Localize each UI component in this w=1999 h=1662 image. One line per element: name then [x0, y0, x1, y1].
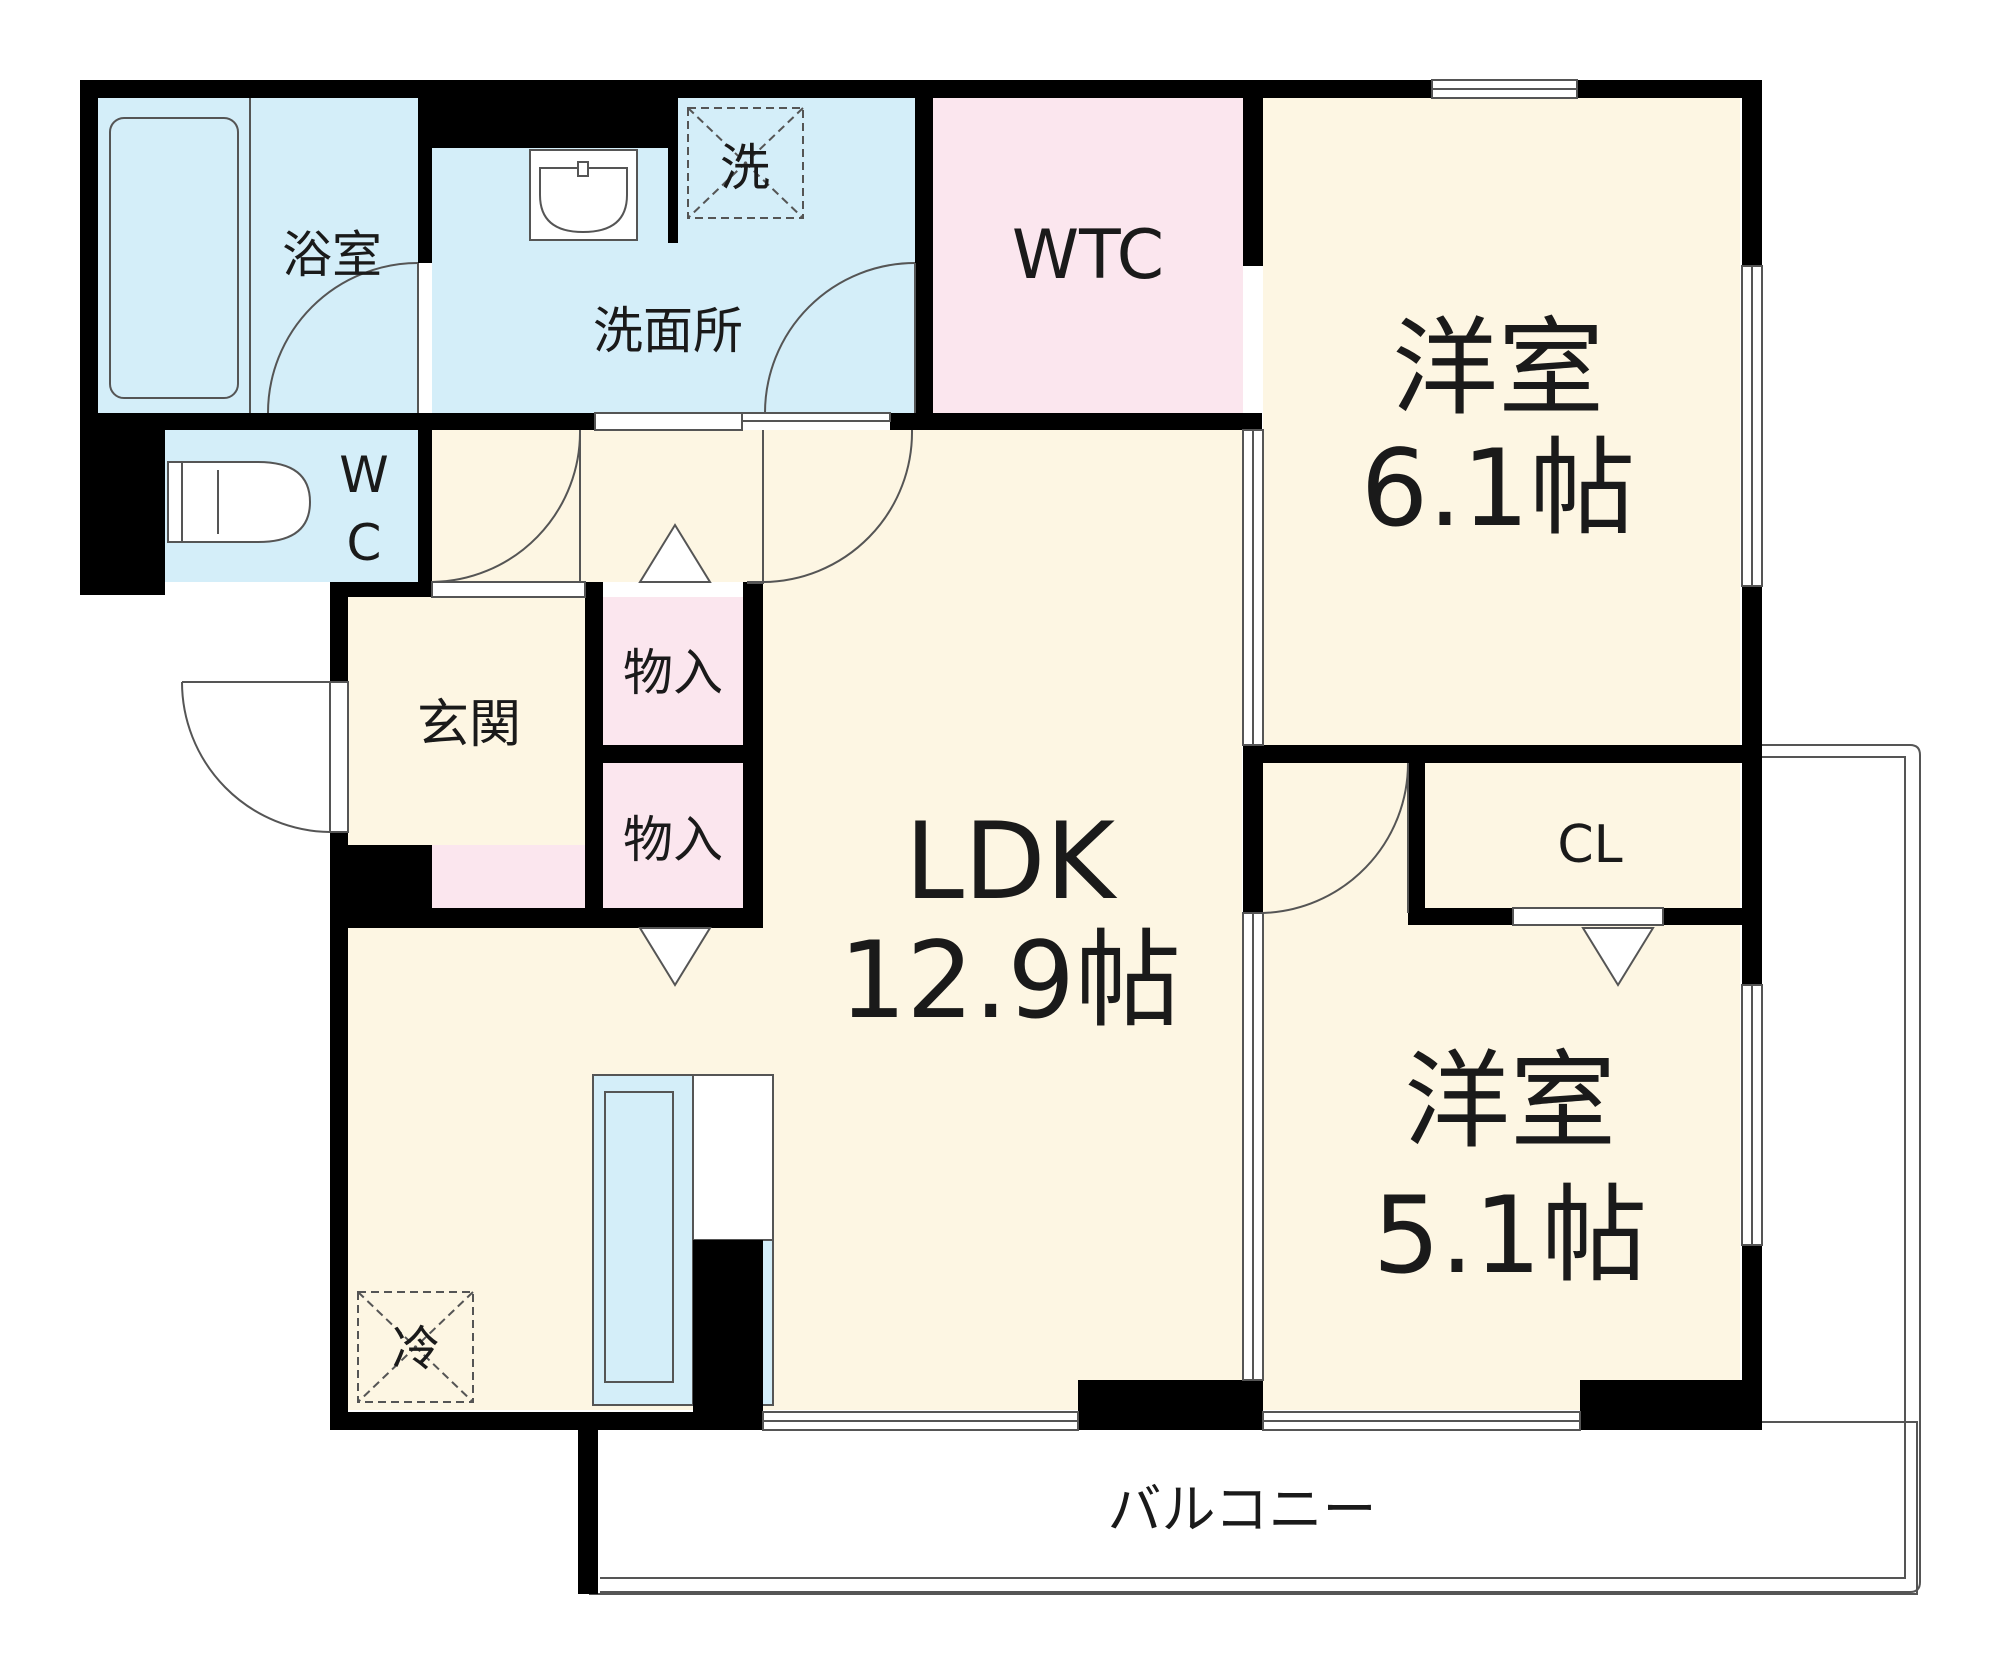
toilet-tank	[167, 461, 183, 543]
washer-label: 洗	[720, 139, 770, 197]
hall-floor	[432, 430, 750, 582]
entrance-floor	[348, 597, 590, 845]
storage-2-floor	[603, 763, 743, 908]
bathtub	[109, 117, 239, 399]
walls	[80, 80, 1762, 1594]
western-room-2-size: 5.1帖	[1373, 1174, 1648, 1297]
fixtures	[109, 98, 804, 1406]
storage-2-label: 物入	[623, 811, 723, 869]
wc-label-c: C	[347, 514, 382, 572]
washroom-label: 洗面所	[593, 302, 743, 360]
wtc-label: WTC	[1012, 216, 1164, 295]
western-room-2-floor	[1263, 763, 1740, 1410]
entrance-label: 玄関	[417, 695, 521, 755]
washroom-floor	[432, 148, 932, 413]
western-room-2-name: 洋室	[1404, 1040, 1616, 1163]
bath-label: 浴室	[282, 226, 382, 284]
western-room-1-name: 洋室	[1392, 307, 1604, 430]
room-labels: 浴室 洗面所 洗 WTC 洋室 6.1帖 W C 玄関 物入 物入 LDK 12…	[282, 139, 1647, 1541]
wc-label-w: W	[339, 446, 388, 504]
ldk-size: 12.9帖	[839, 919, 1181, 1042]
ldk-floor	[750, 430, 1242, 1410]
counter-top	[692, 1074, 774, 1241]
balcony-label: バルコニー	[1108, 1478, 1377, 1541]
kitchen-sink	[604, 1091, 674, 1383]
windows	[762, 79, 1763, 1431]
ldk-name: LDK	[905, 800, 1118, 923]
storage-1-floor	[603, 597, 743, 745]
western-room-1-size: 6.1帖	[1361, 427, 1636, 550]
doors	[181, 262, 1664, 987]
fridge-label: 冷	[392, 1321, 440, 1377]
western-room-1-floor	[1263, 98, 1740, 745]
fridge-space	[357, 1291, 474, 1403]
wtc-floor	[933, 98, 1243, 413]
washer-space	[687, 107, 804, 219]
toilet-bowl	[181, 461, 312, 543]
balcony-outline	[589, 744, 1921, 1595]
storage-1-label: 物入	[623, 644, 723, 702]
entrance-storage-floor	[432, 845, 587, 908]
closet-label: CL	[1557, 815, 1622, 875]
